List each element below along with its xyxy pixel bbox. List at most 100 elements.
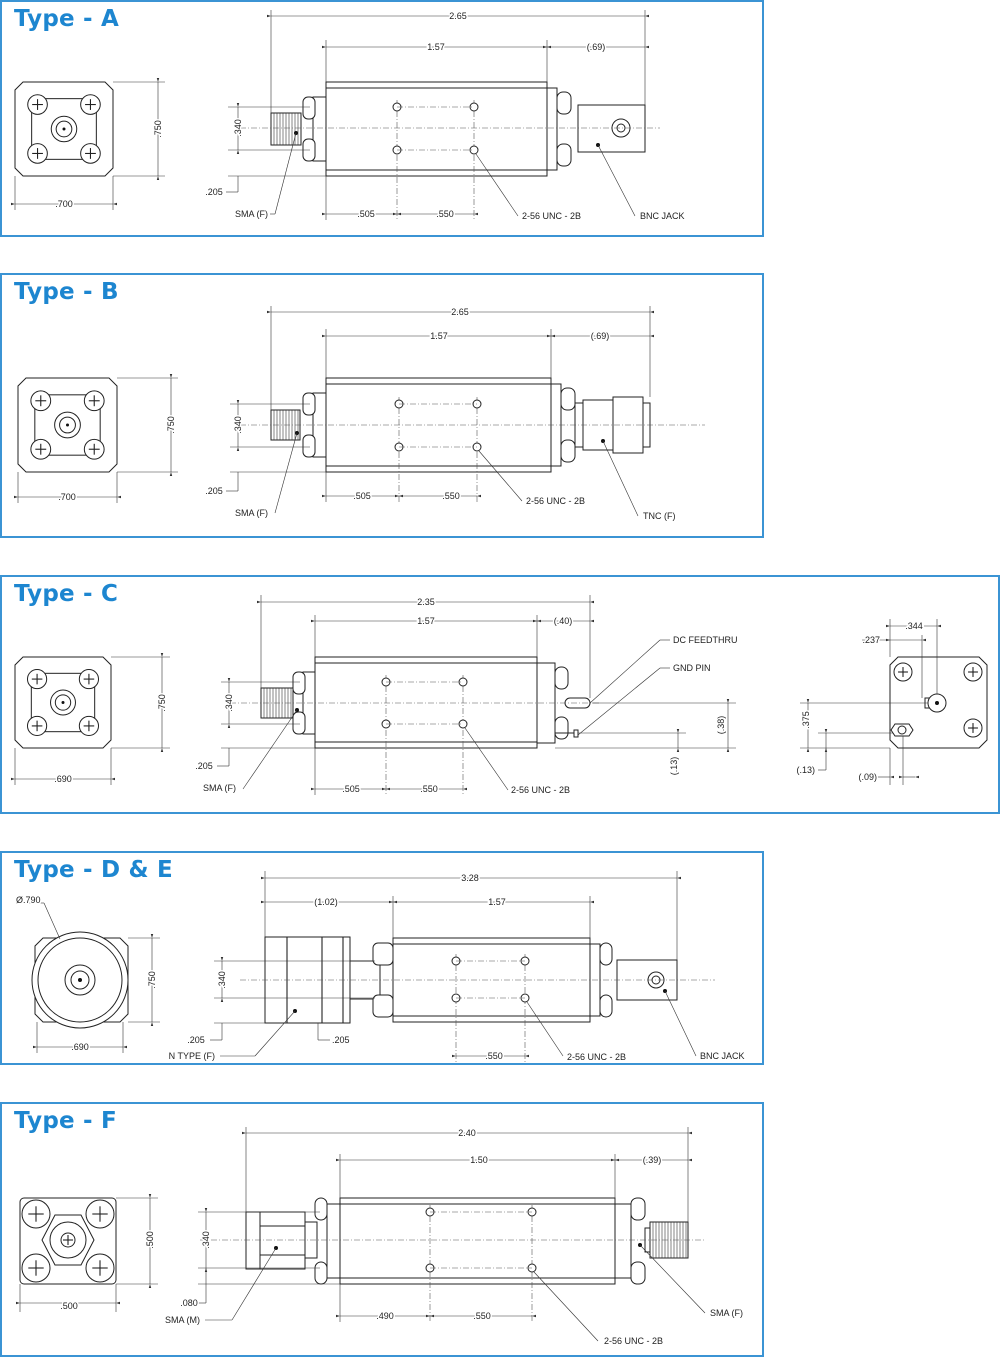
flange-nut xyxy=(314,1197,328,1221)
flange-nut xyxy=(599,994,613,1018)
type-c-drawing: 2.351.57(.40).750.690.340.205.505.550SMA… xyxy=(10,595,988,797)
dimension-label-nlen: (1.02) xyxy=(314,897,338,907)
dimension-label-left: N TYPE (F) xyxy=(169,1051,215,1061)
housing xyxy=(392,937,591,1023)
dimension-label-offset: .205 xyxy=(205,486,223,496)
dimension-label-thread: 2-56 UNC - 2B xyxy=(526,496,585,506)
leader-line xyxy=(242,709,298,790)
dimension-label-body: 1.50 xyxy=(470,1155,488,1165)
dimension-label-e09: (.09) xyxy=(858,772,877,782)
mounting-hole xyxy=(469,102,479,112)
flange-nut xyxy=(630,1197,646,1221)
dimension-label-width: .500 xyxy=(60,1301,78,1311)
dimension-label-e13: (.13) xyxy=(796,765,815,775)
flange-nut xyxy=(554,716,569,740)
leader-line xyxy=(274,132,297,215)
dimension-label-pitch: .340 xyxy=(201,1231,211,1249)
flange-nut xyxy=(556,91,572,115)
dimension-label-gnd: GND PIN xyxy=(673,663,711,673)
flange-nut xyxy=(292,671,306,695)
panel-type-d-e: Type - D & E 3.28 (1.02) 1.57 Ø.790 .750 .690… xyxy=(0,851,764,1065)
mounting-hole xyxy=(458,719,468,729)
dimension-label-d13: (.13) xyxy=(669,757,679,776)
panel-title: Type - C xyxy=(14,581,119,607)
right-flange xyxy=(614,1203,632,1279)
leader-line xyxy=(639,1244,706,1314)
dimension-label-hole2: .550 xyxy=(436,209,454,219)
leader-line xyxy=(577,667,661,736)
dimension-label-thread: 2-56 UNC - 2B xyxy=(511,785,570,795)
leader-line xyxy=(664,990,697,1057)
dimension-label-pitch: .340 xyxy=(233,416,243,434)
dimension-label-body: 1.57 xyxy=(488,897,506,907)
dimension-label-e237: .237 xyxy=(862,635,880,645)
housing xyxy=(314,656,538,749)
dimension-label-height: .750 xyxy=(147,971,157,989)
leader-line xyxy=(274,432,298,514)
leader-line xyxy=(464,727,509,791)
leader-line xyxy=(589,639,661,704)
dimension-label-pitch: .340 xyxy=(224,694,234,712)
dimension-label-hole2: .550 xyxy=(473,1311,491,1321)
dimension-label-thread: 2-56 UNC - 2B xyxy=(567,1052,626,1062)
type-f-drawing: 2.401.50(.39).500.500.340.080.490.550SMA… xyxy=(15,1127,745,1348)
dimension-label-left: SMA (F) xyxy=(203,783,236,793)
panel-title: Type - A xyxy=(14,6,119,32)
dimension-label-conn: (.40) xyxy=(554,616,573,626)
sma-m-coupling xyxy=(245,1211,261,1270)
dimension-label-width: .690 xyxy=(71,1042,89,1052)
leader-line xyxy=(478,450,523,502)
dimension-label-hole2: .550 xyxy=(442,491,460,501)
flange-nut xyxy=(314,1261,328,1285)
dimension-label-dc: DC FEEDTHRU xyxy=(673,635,738,645)
mounting-hole xyxy=(469,145,479,155)
dimension-label-hole2: .550 xyxy=(485,1051,503,1061)
dimension-label-offset: .205 xyxy=(205,187,223,197)
dimension-label-dia: Ø.790 xyxy=(16,895,41,905)
dimension-label-overall: 3.28 xyxy=(461,873,479,883)
dimension-label-offset2: .205 xyxy=(332,1035,350,1045)
dimension-label-hole1: .490 xyxy=(376,1311,394,1321)
flange-nut xyxy=(630,1261,646,1285)
dimension-label-height: .750 xyxy=(153,120,163,138)
flange-nut xyxy=(560,387,576,411)
dimension-label-width: .690 xyxy=(54,774,72,784)
bnc-connector xyxy=(577,104,646,153)
left-flange xyxy=(326,1203,341,1279)
feedthru-pin xyxy=(935,701,939,705)
dimension-label-left: SMA (F) xyxy=(235,508,268,518)
leader-line xyxy=(602,440,639,517)
flange-nut xyxy=(372,994,394,1018)
dimension-label-conn: (.39) xyxy=(643,1155,662,1165)
panel-title: Type - F xyxy=(14,1108,117,1134)
flange-nut xyxy=(372,942,394,966)
housing xyxy=(325,81,548,177)
left-flange xyxy=(312,96,327,162)
dimension-label-hole1: .505 xyxy=(357,209,375,219)
dimension-label-right: TNC (F) xyxy=(643,511,676,521)
dimension-label-conn: (.69) xyxy=(587,42,606,52)
leader-line xyxy=(231,1247,277,1321)
dimension-label-conn: (.69) xyxy=(591,331,610,341)
dimension-label-overall: 2.65 xyxy=(451,307,469,317)
flange-nut xyxy=(556,143,572,167)
flange-nut xyxy=(302,434,316,458)
leader-line xyxy=(526,1001,564,1057)
center-pin xyxy=(78,978,82,982)
center-pin xyxy=(61,701,65,704)
leader-line xyxy=(43,902,61,940)
flange-nut xyxy=(554,666,569,690)
dimension-label-hole2: .550 xyxy=(420,784,438,794)
leader-line xyxy=(254,1010,296,1057)
dimension-label-offset: .080 xyxy=(180,1298,198,1308)
gnd-pin-end xyxy=(897,725,907,735)
dimension-label-body: 1.57 xyxy=(427,42,445,52)
dimension-label-overall: 2.65 xyxy=(449,11,467,21)
dimension-label-e375: .375 xyxy=(801,711,811,729)
panel-title: Type - D & E xyxy=(14,857,173,883)
dimension-label-overall: 2.35 xyxy=(417,597,435,607)
